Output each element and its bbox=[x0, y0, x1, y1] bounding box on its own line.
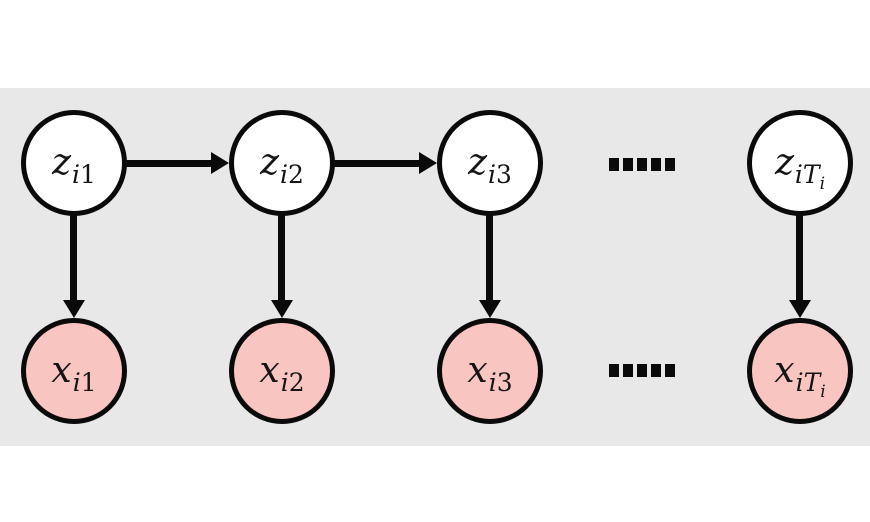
edge-z2-z3-arrowhead-icon bbox=[419, 152, 437, 174]
ellipsis-bottom bbox=[609, 364, 675, 377]
edge-z1-z2-shaft bbox=[126, 160, 212, 167]
ellipsis-dot-icon bbox=[623, 158, 633, 171]
node-z-i2-label: zi2 bbox=[260, 142, 304, 189]
ellipsis-dot-icon bbox=[651, 158, 661, 171]
ellipsis-dot-icon bbox=[637, 364, 647, 377]
ellipsis-dot-icon bbox=[665, 364, 675, 377]
node-x-i3: xi3 bbox=[437, 318, 543, 424]
node-z-i3: zi3 bbox=[437, 110, 543, 216]
ellipsis-top bbox=[609, 158, 675, 171]
edge-z2-z3-shaft bbox=[334, 160, 420, 167]
node-z-i1-label: zi1 bbox=[52, 142, 96, 189]
node-x-iTi-label: xiTi bbox=[774, 350, 826, 402]
edge-zT-xT-shaft bbox=[796, 215, 803, 301]
node-z-i2: zi2 bbox=[229, 110, 335, 216]
edge-z1-z2-arrowhead-icon bbox=[211, 152, 229, 174]
ellipsis-dot-icon bbox=[609, 158, 619, 171]
ellipsis-dot-icon bbox=[609, 364, 619, 377]
ellipsis-dot-icon bbox=[651, 364, 661, 377]
edge-zT-xT-arrowhead-icon bbox=[789, 300, 811, 318]
ellipsis-dot-icon bbox=[665, 158, 675, 171]
node-x-i2: xi2 bbox=[229, 318, 335, 424]
ellipsis-dot-icon bbox=[623, 364, 633, 377]
diagram-panel bbox=[0, 88, 870, 446]
node-x-i1-label: xi1 bbox=[51, 350, 97, 397]
edge-z2-x2-shaft bbox=[278, 215, 285, 301]
edge-z3-x3-arrowhead-icon bbox=[479, 300, 501, 318]
edge-z1-x1-arrowhead-icon bbox=[63, 300, 85, 318]
edge-z2-x2-arrowhead-icon bbox=[271, 300, 293, 318]
node-z-i1: zi1 bbox=[21, 110, 127, 216]
node-z-iTi: ziTi bbox=[747, 110, 853, 216]
edge-z3-x3-shaft bbox=[486, 215, 493, 301]
ellipsis-dot-icon bbox=[637, 158, 647, 171]
node-x-i3-label: xi3 bbox=[467, 350, 513, 397]
node-z-i3-label: zi3 bbox=[468, 142, 512, 189]
node-x-i1: xi1 bbox=[21, 318, 127, 424]
edge-z1-x1-shaft bbox=[70, 215, 77, 301]
node-x-iTi: xiTi bbox=[747, 318, 853, 424]
node-z-iTi-label: ziTi bbox=[774, 142, 826, 194]
node-x-i2-label: xi2 bbox=[259, 350, 305, 397]
